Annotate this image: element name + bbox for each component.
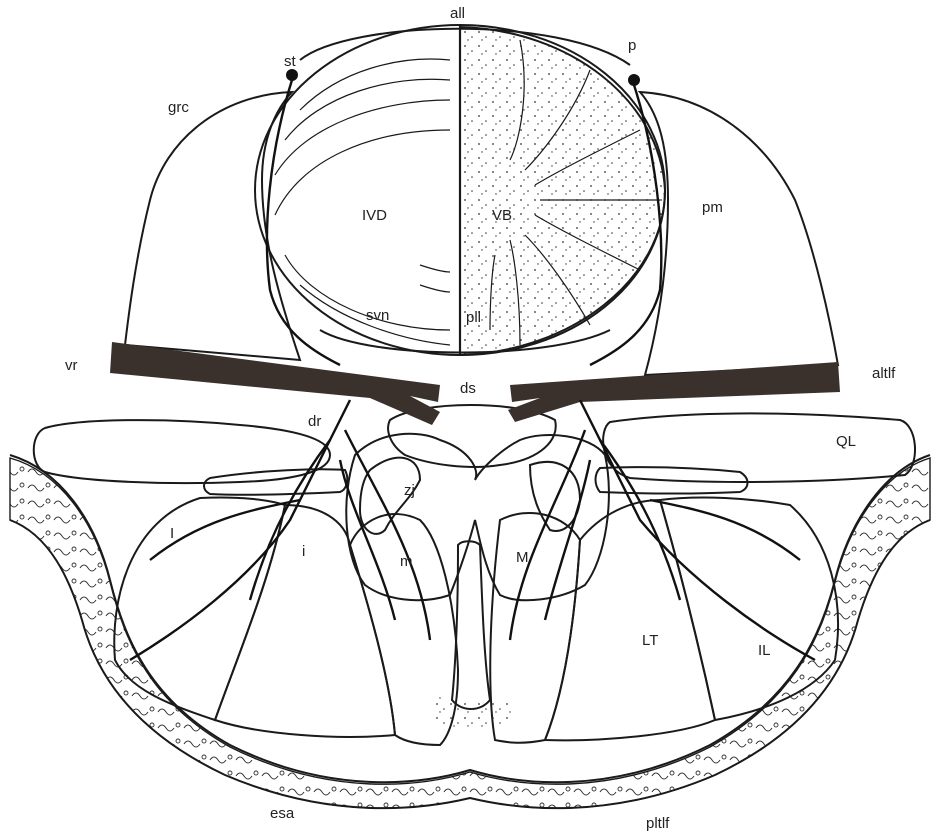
label-all: all [450,5,465,22]
zygapophyseal-joint-right [530,462,580,531]
ventral-ramus-left [110,342,440,425]
supraspinous-dots [425,695,515,728]
psoas-major-right [640,92,838,375]
label-pll: pll [466,309,481,326]
annulus-lamellae [275,59,450,345]
psoas-major-left [125,92,300,360]
sympathetic-trunk-left [286,69,298,81]
label-pm: pm [702,199,723,216]
vertebral-arch [346,434,609,600]
label-zj: zj [404,482,415,499]
subcutaneous-fat [10,458,930,808]
label-esa: esa [270,805,295,822]
label-il: IL [758,642,771,659]
quadratus-lumborum-right [603,413,915,482]
label-m-lower: m [400,553,413,570]
label-ql: QL [836,433,856,450]
sympathetic-trunk-right [628,74,640,86]
label-lt: LT [642,632,658,649]
posterior-body-outline [10,455,930,782]
label-vr: vr [65,357,78,374]
label-p: p [628,37,636,54]
label-ds: ds [460,380,476,397]
label-grc: grc [168,99,189,116]
skin-line [10,520,930,808]
grey-rami-left [267,80,340,365]
iliocostalis-left [114,497,285,720]
label-ivd: IVD [362,207,387,224]
label-i-lower: i [302,543,305,560]
label-svn: svn [366,307,389,324]
label-l-upper: I [170,525,174,542]
label-pltlf: pltlf [646,815,670,832]
label-dr: dr [308,413,321,430]
label-vb: VB [492,207,512,224]
quadratus-lumborum-left [34,420,330,483]
label-altlf: altlf [872,365,896,382]
label-st: st [284,53,297,70]
label-m-upper: M [516,549,529,566]
